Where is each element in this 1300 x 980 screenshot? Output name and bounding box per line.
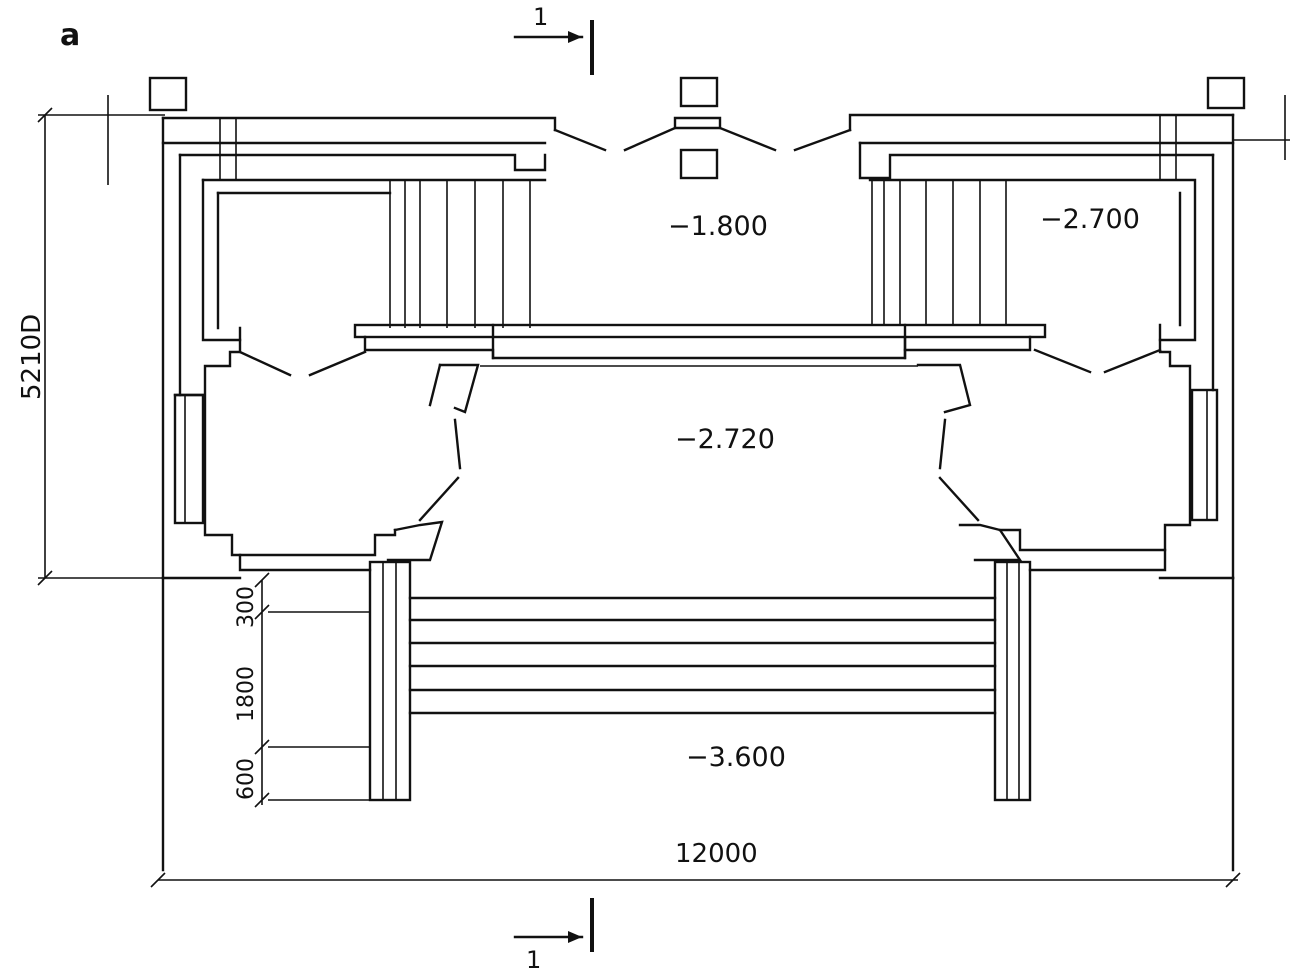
column-marker-left [148, 76, 188, 112]
level-middle: −2.720 [675, 424, 775, 455]
dim-overall-width: 12000 [675, 839, 758, 869]
level-bottom: −3.600 [686, 742, 786, 773]
section-mark-bottom: 1 [513, 898, 594, 974]
outer-walls [161, 113, 1235, 580]
top-entrance-doors [553, 116, 852, 152]
level-top-right: −2.700 [1040, 204, 1140, 235]
central-landing [353, 323, 1047, 367]
dim-step-1800: 1800 [234, 666, 259, 722]
section-label-bottom: 1 [526, 946, 541, 974]
level-top-center: −1.800 [668, 211, 768, 242]
column-marker-right [1206, 76, 1246, 110]
dimension-lines [37, 95, 1290, 888]
lower-stair [161, 560, 1235, 872]
right-upper-room [868, 178, 1197, 342]
left-hall [161, 338, 480, 580]
dim-step-600: 600 [234, 758, 259, 800]
right-hall [916, 338, 1235, 580]
dim-overall-height: 5210D [17, 314, 47, 400]
section-mark-top: 1 [513, 3, 594, 75]
left-upper-room [201, 178, 547, 342]
column-marker-center [679, 76, 719, 108]
section-label-top: 1 [533, 3, 548, 31]
column-marker-center-lower [679, 148, 719, 180]
figure-label: a [60, 18, 80, 53]
dim-step-300: 300 [234, 586, 259, 628]
